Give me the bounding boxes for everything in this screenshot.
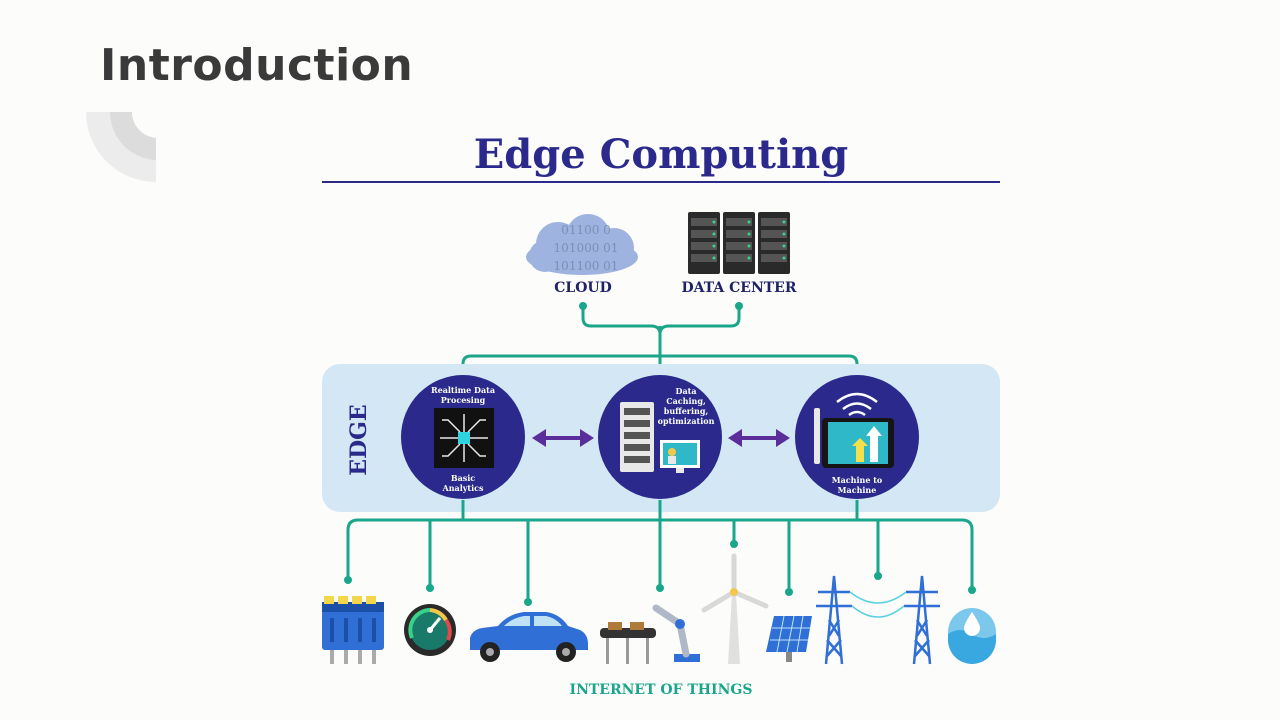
node-realtime-processing: Realtime Data Procesing Basic Analytics xyxy=(401,375,525,499)
arrow-bidirectional-icon xyxy=(532,429,594,447)
engine-icon xyxy=(322,596,384,664)
node-machine-to-machine: Machine to Machine xyxy=(795,375,919,499)
solar-panel-icon xyxy=(766,615,812,662)
diagram-title: Edge Computing xyxy=(474,131,848,178)
node2-text-line: buffering, xyxy=(664,406,709,416)
node1-top-line: Realtime Data xyxy=(431,385,495,395)
cloud-icon: 01100 0 101000 01 101100 01 xyxy=(526,214,638,275)
cloud-label: CLOUD xyxy=(554,280,612,296)
power-tower-icon xyxy=(904,575,940,665)
wifi-icon xyxy=(836,392,878,417)
monitor-icon xyxy=(660,440,700,473)
node3-bottom-line: Machine to xyxy=(832,475,883,485)
node2-text-line: optimization xyxy=(658,416,715,426)
node2-text-line: Caching, xyxy=(666,396,706,406)
node-data-caching: Data Caching, buffering, optimization xyxy=(598,375,722,499)
power-tower-icon xyxy=(816,575,852,665)
power-cable xyxy=(849,591,907,618)
cloud-binary-line: 01100 0 xyxy=(561,223,611,237)
robot-arm-icon xyxy=(600,604,700,664)
node2-text-line: Data xyxy=(676,386,697,396)
slide-title: Introduction xyxy=(100,40,414,91)
water-drop-icon xyxy=(948,608,996,664)
car-icon xyxy=(470,612,588,662)
datacenter-label: DATA CENTER xyxy=(682,280,797,296)
tablet-icon xyxy=(814,408,894,468)
iot-label: INTERNET OF THINGS xyxy=(570,682,753,698)
wind-turbine-icon xyxy=(701,553,769,664)
edge-label: EDGE xyxy=(346,404,372,475)
node1-bottom-line: Basic xyxy=(451,473,475,483)
server-rack-icon xyxy=(688,212,790,274)
arrow-bidirectional-icon xyxy=(728,429,790,447)
node1-top-line: Procesing xyxy=(441,395,486,405)
lower-connectors xyxy=(346,500,974,602)
decorative-shape xyxy=(86,112,156,182)
cloud-binary-line: 101000 01 xyxy=(554,241,619,255)
node3-bottom-line: Machine xyxy=(838,485,877,495)
cpu-chip-icon xyxy=(434,408,494,468)
cloud-binary-line: 101100 01 xyxy=(554,259,619,273)
server-icon xyxy=(620,402,654,472)
gauge-icon xyxy=(404,604,456,656)
node1-bottom-line: Analytics xyxy=(441,483,484,493)
